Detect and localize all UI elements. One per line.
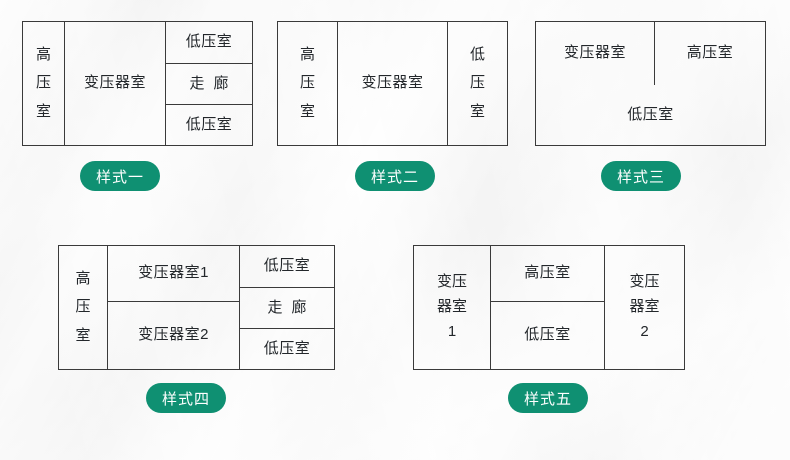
room-transformer-1: 变压 器室 1 <box>436 273 467 340</box>
room-low-voltage-top: 低压室 <box>185 33 233 51</box>
diagram-2-column-right: 低 压 室 <box>447 22 507 145</box>
room-low-voltage-top: 低压室 <box>263 257 311 275</box>
badge-style-1[interactable]: 样式一 <box>80 161 161 191</box>
diagram-2-column-left: 高 压 室 <box>278 22 337 145</box>
room-corridor: 走廊 <box>166 63 252 104</box>
diagram-1-column-left: 高 压 室 <box>23 22 64 145</box>
room-low-voltage-bottom: 低压室 <box>240 328 334 369</box>
diagram-2-column-middle: 变压器室 <box>337 22 447 145</box>
room-low-voltage: 低 压 室 <box>469 45 485 120</box>
diagram-style-3: 变压器室 高压室 低压室 <box>535 21 766 146</box>
room-transformer: 变压器室 <box>83 74 146 92</box>
room-high-voltage: 高 压 室 <box>75 269 91 344</box>
badge-style-5[interactable]: 样式五 <box>508 383 589 413</box>
diagram-3-row-top: 变压器室 高压室 <box>536 22 765 85</box>
diagram-5-column-right: 变压 器室 2 <box>604 246 684 369</box>
diagram-3-row-bottom: 低压室 <box>536 85 765 145</box>
room-high-voltage: 高压室 <box>524 264 571 282</box>
badge-style-4[interactable]: 样式四 <box>146 383 227 413</box>
room-transformer: 变压器室 <box>563 44 626 62</box>
badge-style-3[interactable]: 样式三 <box>601 161 682 191</box>
room-transformer: 变压器室 <box>361 74 424 92</box>
badge-style-2[interactable]: 样式二 <box>355 161 436 191</box>
room-transformer-2: 变压器室2 <box>108 301 239 369</box>
diagram-4-column-left: 高 压 室 <box>59 246 107 369</box>
diagram-style-2: 高 压 室 变压器室 低 压 室 <box>277 21 508 146</box>
room-low-voltage: 低压室 <box>627 105 674 123</box>
diagram-style-5: 变压 器室 1 高压室 低压室 变压 器室 2 <box>413 245 685 370</box>
room-high-voltage: 高 压 室 <box>35 45 51 120</box>
diagram-style-1: 高 压 室 变压器室 低压室 走廊 低压室 <box>22 21 253 146</box>
diagram-5-column-left: 变压 器室 1 <box>414 246 490 369</box>
room-low-voltage-bottom: 低压室 <box>166 104 252 145</box>
room-transformer-1: 变压器室1 <box>138 264 209 282</box>
diagram-style-4: 高 压 室 变压器室1 变压器室2 低压室 走廊 低压室 <box>58 245 335 370</box>
room-high-voltage: 高 压 室 <box>299 45 315 120</box>
diagram-4-column-middle: 变压器室1 变压器室2 <box>107 246 239 369</box>
diagram-1-column-right: 低压室 走廊 低压室 <box>165 22 252 145</box>
diagram-5-column-middle: 高压室 低压室 <box>490 246 604 369</box>
room-high-voltage: 高压室 <box>654 22 765 85</box>
room-low-voltage: 低压室 <box>491 301 604 369</box>
diagram-4-column-right: 低压室 走廊 低压室 <box>239 246 334 369</box>
diagram-1-column-middle: 变压器室 <box>64 22 165 145</box>
room-corridor: 走廊 <box>240 287 334 328</box>
room-transformer-2: 变压 器室 2 <box>629 273 660 340</box>
